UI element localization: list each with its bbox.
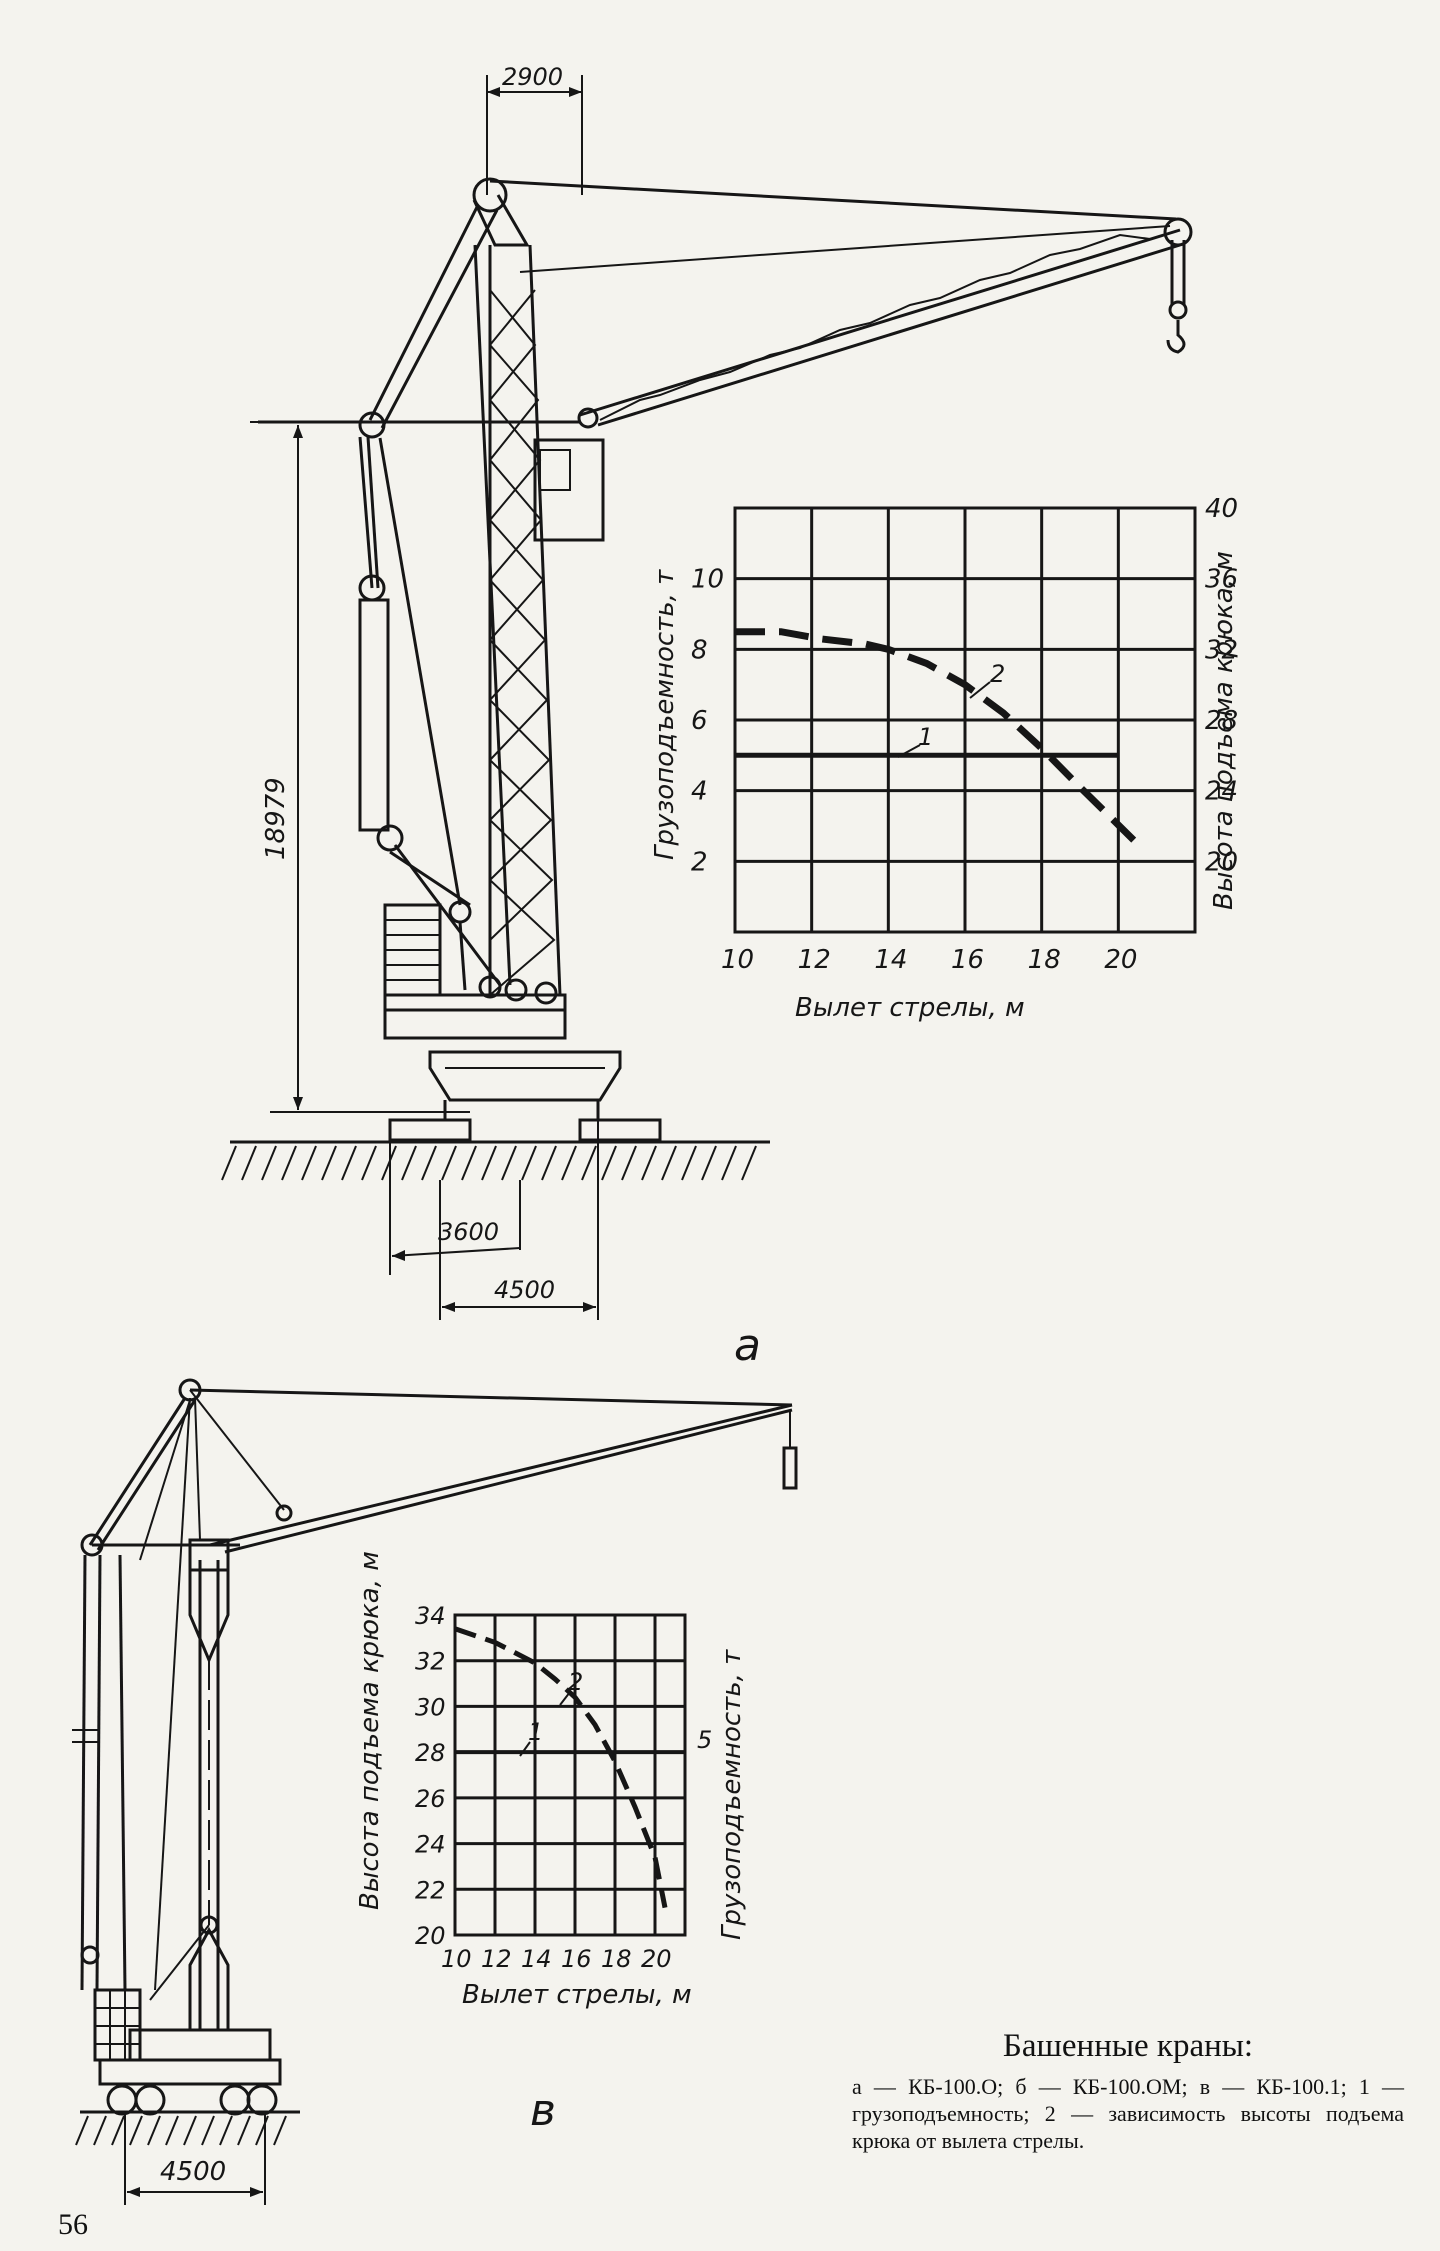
crane-v-drawing: 4500 в [72, 1378, 798, 2205]
caption-body: а — КБ-100.О; б — КБ-100.ОМ; в — КБ-100.… [852, 2074, 1404, 2153]
chart-a-grid [733, 506, 1197, 934]
chart-v-x-tick: 12 [481, 1945, 512, 1973]
chart-v-y-left-tick: 26 [415, 1785, 446, 1813]
chart-a-y-right-tick: 24 [1205, 777, 1238, 807]
chart-a-y-left-tick: 6 [691, 706, 708, 736]
chart-a-x-tick: 20 [1104, 945, 1137, 975]
chart-v-y-right-ticks: 5 [697, 1726, 712, 1754]
crane-a-drawing: 18979 2900 3600 4500 а [221, 63, 1193, 1371]
chart-v-curve-1-label: 1 [528, 1718, 543, 1746]
chart-v-y-left-tick: 22 [415, 1876, 446, 1904]
dim-top-width-a: 2900 [502, 63, 563, 91]
chart-v-y-left-tick: 34 [415, 1602, 446, 1630]
chart-v-y-left-tick: 20 [415, 1922, 446, 1950]
chart-a-y-left-tick: 4 [691, 777, 708, 807]
chart-a-xlabel: Вылет стрелы, м [795, 993, 1025, 1023]
chart-v-curve-2-label: 2 [568, 1668, 583, 1696]
chart-a-y-right-tick: 40 [1205, 494, 1238, 524]
chart-a-ylabel-right: Высота подъема крюка, м [1209, 551, 1239, 910]
chart-v-x-tick: 20 [641, 1945, 672, 1973]
chart-v-grid [453, 1613, 687, 1937]
dim-base-4500-v: 4500 [160, 2157, 226, 2187]
chart-a-series [735, 628, 1137, 843]
chart-v-x-tick: 18 [601, 1945, 632, 1973]
tower-a [488, 244, 605, 996]
chart-v-y-left-tick: 30 [415, 1693, 446, 1721]
chart-v-y-left-tick: 24 [415, 1831, 446, 1859]
chart-a-curve-2-label: 2 [990, 660, 1005, 688]
chart-v: 10 12 14 16 18 20 20 22 24 26 28 30 32 34 5 Вылет ст… [355, 1551, 747, 2010]
chart-a-y-left-tick: 8 [691, 635, 708, 665]
counterweight-a [383, 903, 442, 997]
chart-a-y-left-tick: 2 [691, 847, 708, 877]
figure-label-v: в [530, 2085, 556, 2136]
ground-hatch-a [221, 1145, 757, 1181]
chart-a-series-2 [735, 628, 1137, 843]
chart-v-y-right-tick: 5 [697, 1726, 712, 1754]
chart-v-x-ticks: 10 12 14 16 18 20 [441, 1945, 672, 1973]
chart-a-y-right-tick: 32 [1205, 635, 1238, 665]
caption-title: Башенные краны: [1002, 2028, 1254, 2064]
chart-v-x-tick: 10 [441, 1945, 472, 1973]
chart-a-x-tick: 10 [721, 945, 754, 975]
chart-v-x-tick: 14 [521, 1945, 552, 1973]
chart-a-ylabel-left: Грузоподъемность, т [650, 569, 680, 860]
figure-caption: Башенные краны: а — КБ-100.О; б — КБ-100… [852, 2028, 1404, 2154]
page-number: 56 [58, 2208, 88, 2241]
chart-a-y-right-ticks: 20 24 28 32 36 40 [1205, 494, 1238, 877]
chart-a-y-right-tick: 36 [1205, 565, 1238, 595]
chart-a-x-tick: 14 [874, 945, 907, 975]
chart-a-curve-1-label: 1 [918, 723, 933, 751]
chart-v-xlabel: Вылет стрелы, м [462, 1980, 692, 2010]
dim-base-4500-a: 4500 [494, 1276, 555, 1304]
chart-a-y-right-tick: 20 [1205, 847, 1238, 877]
chart-a-y-right-tick: 28 [1205, 706, 1238, 736]
chart-a-y-left-tick: 10 [691, 565, 724, 595]
boom-a [577, 217, 1193, 429]
chart-a-x-tick: 12 [798, 945, 831, 975]
ground-hatch-v [75, 2115, 287, 2146]
chart-v-series [454, 1626, 685, 1909]
chart-v-series-2 [454, 1626, 668, 1909]
chart-a-x-ticks: 10 12 14 16 18 20 [721, 945, 1137, 975]
chart-v-y-left-tick: 28 [415, 1739, 446, 1767]
chart-a-y-left-ticks: 2 4 6 8 10 [691, 565, 724, 878]
chart-a-x-tick: 16 [951, 945, 984, 975]
chart-a-x-tick: 18 [1028, 945, 1061, 975]
chart-v-y-left-tick: 32 [415, 1648, 446, 1676]
dim-base-3600: 3600 [438, 1218, 499, 1246]
chart-v-ylabel-right: Грузоподъемность, т [717, 1649, 747, 1940]
chart-v-ylabel-left: Высота подъема крюка, м [355, 1551, 385, 1910]
dim-height-a: 18979 [261, 777, 291, 860]
chart-v-frame [453, 1613, 687, 1937]
figure-label-a: а [734, 1320, 761, 1371]
chart-v-x-tick: 16 [561, 1945, 592, 1973]
guy-mast-a [258, 204, 580, 1005]
chart-v-y-left-ticks: 20 22 24 26 28 30 32 34 [415, 1602, 446, 1950]
